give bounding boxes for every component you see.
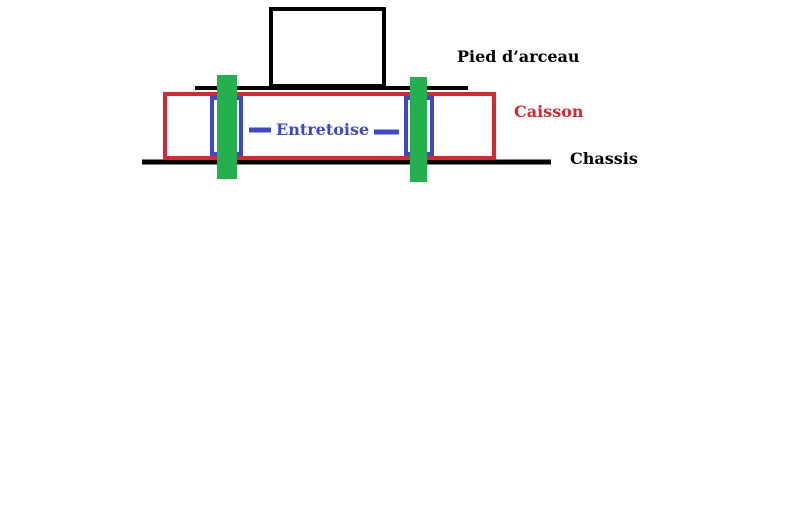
label-entretoise: Entretoise: [276, 120, 369, 139]
bolt-right: [410, 77, 427, 182]
label-caisson: Caisson: [514, 102, 584, 121]
pied-arceau-box: [269, 7, 386, 88]
label-pied-arceau: Pied d’arceau: [457, 47, 580, 66]
caisson-box: [163, 92, 496, 160]
label-chassis: Chassis: [570, 149, 638, 168]
bolt-left: [217, 75, 237, 179]
